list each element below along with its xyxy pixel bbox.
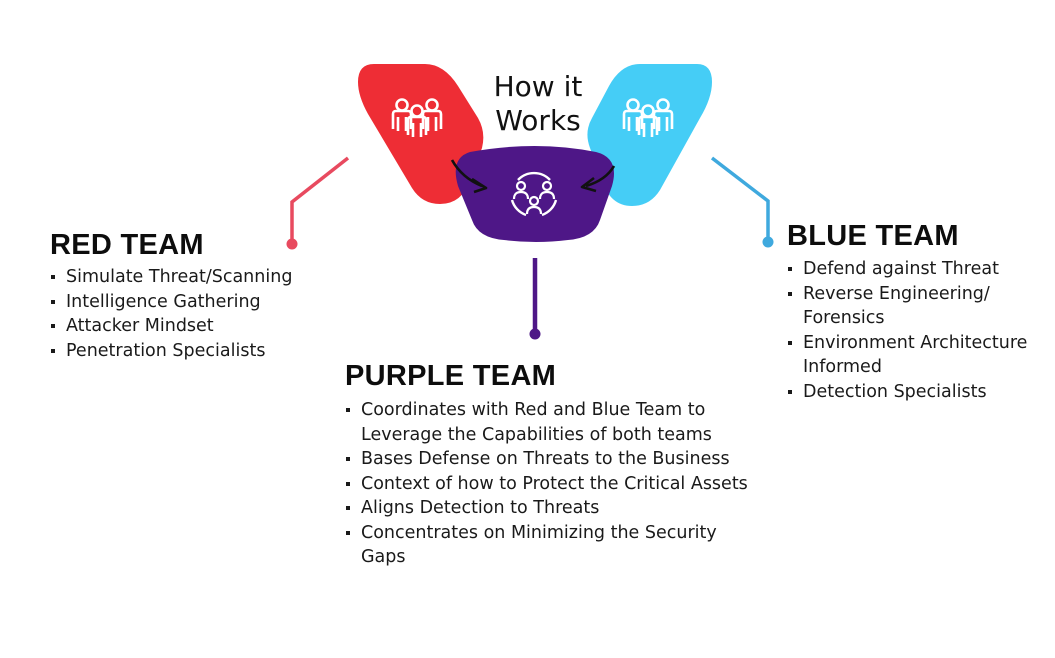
purple-team-list: Coordinates with Red and Blue Team to Le… (345, 398, 755, 570)
list-item: Reverse Engineering/ Forensics (787, 282, 1049, 331)
red-connector-line (290, 156, 350, 242)
curved-arrow-icon (580, 165, 616, 193)
list-item: Penetration Specialists (50, 339, 330, 364)
list-item: Intelligence Gathering (50, 290, 330, 315)
list-item: Attacker Mindset (50, 314, 330, 339)
blue-team-list: Defend against Threat Reverse Engineerin… (787, 257, 1049, 404)
blue-team-shape (587, 64, 712, 206)
list-item: Concentrates on Minimizing the Security … (345, 521, 755, 570)
diagram-title: How it Works (493, 70, 583, 137)
red-team-heading: RED TEAM (50, 229, 204, 261)
list-item: Environment Architecture Informed (787, 331, 1049, 380)
list-item: Bases Defense on Threats to the Business (345, 447, 755, 472)
red-connector-dot (286, 238, 298, 250)
blue-connector-line (710, 156, 770, 239)
list-item: Simulate Threat/Scanning (50, 265, 330, 290)
blue-team-heading: BLUE TEAM (787, 220, 959, 252)
curved-arrow-icon (450, 159, 488, 194)
red-team-list: Simulate Threat/Scanning Intelligence Ga… (50, 265, 330, 363)
list-item: Aligns Detection to Threats (345, 496, 755, 521)
purple-connector-dot (529, 328, 541, 340)
blue-connector-dot (762, 236, 774, 248)
collaboration-circle-icon (510, 171, 558, 217)
list-item: Context of how to Protect the Critical A… (345, 472, 755, 497)
list-item: Defend against Threat (787, 257, 1049, 282)
list-item: Coordinates with Red and Blue Team to Le… (345, 398, 755, 447)
list-item: Detection Specialists (787, 380, 1049, 405)
purple-team-heading: PURPLE TEAM (345, 360, 557, 392)
purple-team-shape (455, 146, 614, 242)
